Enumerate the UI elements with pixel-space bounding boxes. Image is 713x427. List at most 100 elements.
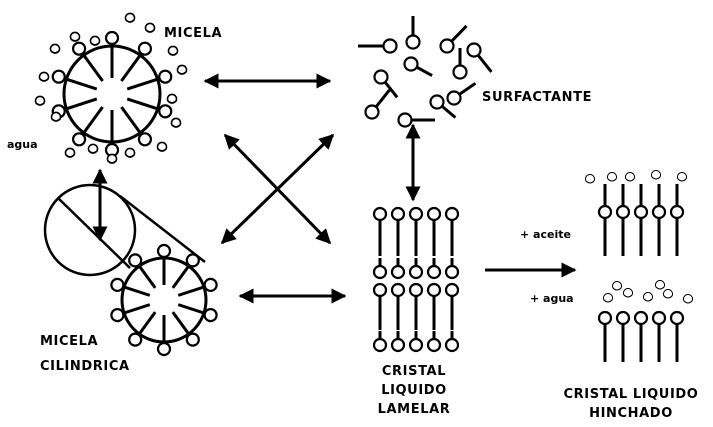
- lamellar-surfactant-head: [410, 339, 422, 351]
- label-hinchado-1: CRISTAL LIQUIDO: [564, 387, 699, 402]
- water-drop-icon: [172, 118, 181, 127]
- cylinder-surfactant-head: [187, 334, 199, 346]
- micelle-surfactant-head: [73, 43, 85, 55]
- micelle-diagram: [53, 32, 172, 156]
- water-drop-icon: [71, 32, 80, 41]
- water-drop-icon: [51, 44, 60, 53]
- water-drop-icon: [52, 112, 61, 121]
- water-drop-icon: [626, 172, 635, 181]
- water-drop-icon: [608, 172, 617, 181]
- water-drop-icon: [126, 148, 135, 157]
- water-drop-icon: [146, 23, 155, 32]
- water-drop-icon: [178, 65, 187, 74]
- water-drop-icon: [36, 96, 45, 105]
- label-surfactante: SURFACTANTE: [482, 90, 592, 105]
- micelle-surfactant-head: [159, 71, 171, 83]
- lamellar-surfactant-head: [410, 284, 422, 296]
- micelle-surfactant-head: [73, 133, 85, 145]
- free-surfactant-head: [431, 96, 444, 109]
- micelle-surfactant-head: [53, 71, 65, 83]
- free-surfactant-head: [441, 40, 454, 53]
- swollen-surfactant-head: [635, 206, 647, 218]
- swollen-surfactant-head: [671, 312, 683, 324]
- lamellar-surfactant-head: [446, 208, 458, 220]
- oil-drop-icon: [644, 292, 653, 301]
- swollen-liquid-crystal-diagram: [586, 170, 693, 362]
- label-micela-cilindrica-1: MICELA: [40, 334, 98, 349]
- free-surfactant-head: [407, 36, 420, 49]
- lamellar-surfactant-head: [374, 284, 386, 296]
- lamellar-surfactant-head: [428, 339, 440, 351]
- micelle-surfactant-head: [159, 105, 171, 117]
- label-hinchado-2: HINCHADO: [589, 406, 673, 421]
- cylindrical-micelle-diagram: [45, 170, 217, 355]
- lamellar-surfactant-head: [374, 266, 386, 278]
- label-micela-cilindrica-2: CILINDRICA: [40, 359, 130, 374]
- lamellar-surfactant-head: [392, 266, 404, 278]
- oil-drop-icon: [613, 281, 622, 290]
- swollen-surfactant-head: [671, 206, 683, 218]
- swollen-surfactant-head: [653, 206, 665, 218]
- free-surfactant-diagram: [358, 16, 491, 127]
- water-drop-icon: [89, 144, 98, 153]
- free-surfactant-head: [468, 44, 481, 57]
- lamellar-surfactant-head: [410, 266, 422, 278]
- oil-drop-icon: [624, 288, 633, 297]
- cylinder-surfactant-head: [129, 254, 141, 266]
- water-drop-icon: [108, 154, 117, 163]
- lamellar-surfactant-head: [374, 339, 386, 351]
- arrow-surfactante-cilindrica: [222, 135, 333, 243]
- free-surfactant-head: [366, 106, 379, 119]
- lamellar-surfactant-head: [446, 284, 458, 296]
- oil-drop-icon: [604, 293, 613, 302]
- oil-drop-icon: [684, 294, 693, 303]
- lamellar-surfactant-head: [446, 266, 458, 278]
- cylinder-surfactant-head: [158, 343, 170, 355]
- swollen-surfactant-head: [653, 312, 665, 324]
- cylinder-surfactant-head: [205, 309, 217, 321]
- swollen-surfactant-head: [599, 206, 611, 218]
- lamellar-surfactant-head: [428, 284, 440, 296]
- free-surfactant-head: [399, 114, 412, 127]
- free-surfactant-head: [405, 58, 418, 71]
- water-drop-icon: [126, 13, 135, 22]
- water-drop-icon: [586, 174, 595, 183]
- free-surfactant-head: [384, 40, 397, 53]
- cylinder-surfactant-head: [111, 279, 123, 291]
- lamellar-surfactant-head: [446, 339, 458, 351]
- label-aceite: + aceite: [520, 228, 571, 241]
- label-lamelar-2: LIQUIDO: [381, 383, 447, 398]
- free-surfactant-head: [448, 92, 461, 105]
- water-drop-icon: [169, 46, 178, 55]
- water-drop-icon: [90, 36, 99, 45]
- water-drop-icon: [40, 72, 49, 81]
- swollen-surfactant-head: [617, 312, 629, 324]
- lamellar-surfactant-head: [392, 284, 404, 296]
- cylinder-surfactant-head: [111, 309, 123, 321]
- lamellar-liquid-crystal-diagram: [374, 208, 458, 351]
- free-surfactant-head: [375, 71, 388, 84]
- micelle-surfactant-head: [139, 133, 151, 145]
- label-lamelar-1: CRISTAL: [382, 364, 446, 379]
- label-lamelar-3: LAMELAR: [378, 402, 451, 417]
- water-drop-icon: [168, 94, 177, 103]
- oil-drop-icon: [656, 280, 665, 289]
- lamellar-surfactant-head: [428, 208, 440, 220]
- lamellar-surfactant-head: [392, 208, 404, 220]
- cylinder-surfactant-head: [129, 334, 141, 346]
- label-agua-add: + agua: [530, 292, 574, 305]
- cylinder-surfactant-head: [187, 254, 199, 266]
- lamellar-surfactant-head: [410, 208, 422, 220]
- lamellar-surfactant-head: [428, 266, 440, 278]
- water-drop-icon: [158, 142, 167, 151]
- water-drop-icon: [652, 170, 661, 179]
- cylinder-surfactant-head: [205, 279, 217, 291]
- label-agua: agua: [7, 138, 38, 151]
- swollen-surfactant-head: [617, 206, 629, 218]
- lamellar-surfactant-head: [392, 339, 404, 351]
- micelle-surfactant-head: [139, 43, 151, 55]
- free-surfactant-head: [454, 66, 467, 79]
- swollen-surfactant-head: [635, 312, 647, 324]
- oil-drop-icon: [664, 289, 673, 298]
